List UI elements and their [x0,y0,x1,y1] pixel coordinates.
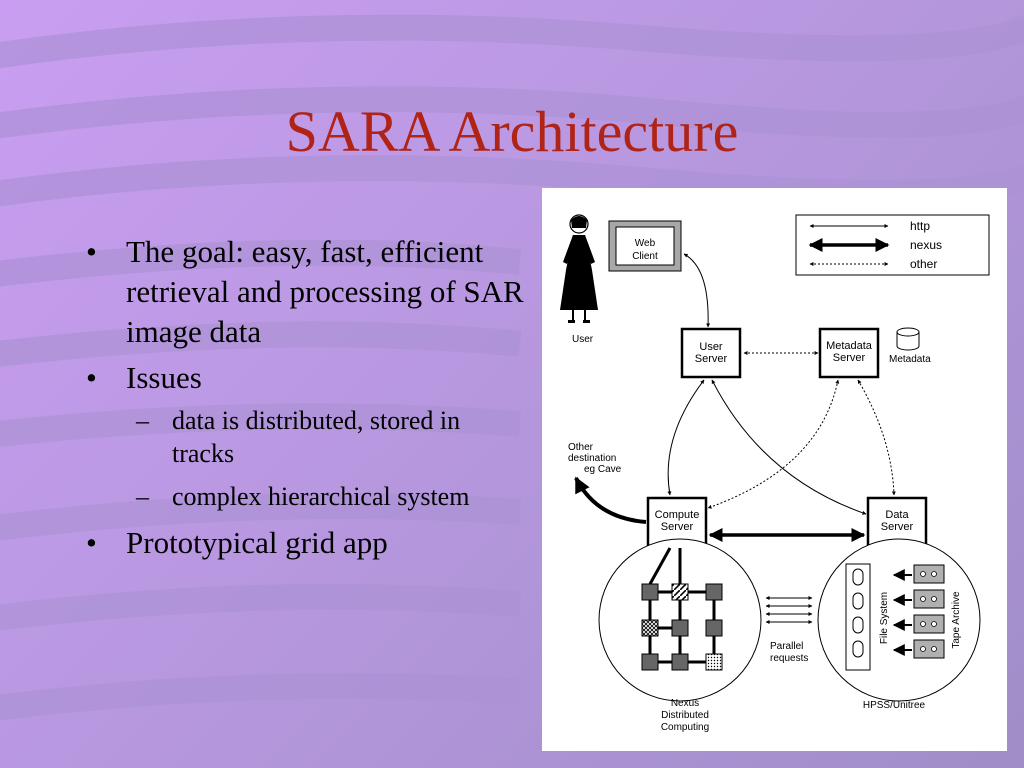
tape-archive-icon [892,564,945,659]
compute-server-box [646,496,708,548]
parallel-requests-line2: requests [770,653,808,664]
bullet-marker: • [86,360,97,395]
architecture-diagram: http nexus other User Web Client User Se… [542,188,1007,751]
bullet-item: • Prototypical grid app [86,523,526,563]
user-figure-icon [560,214,598,323]
metadata-db-label: Metadata [889,354,931,365]
legend-other-label: other [910,257,937,271]
nexus-node-grid [641,547,723,671]
user-server-label-line1: User [699,341,723,353]
nexus-caption-line2: Distributed [661,710,709,721]
metadata-database-icon [896,327,920,351]
sub-bullet-item: – data is distributed, stored in tracks [86,404,526,470]
data-server-label-line2: Server [881,521,914,533]
metadata-server-label-line1: Metadata [826,340,873,352]
other-destination-line2: destination [568,453,616,464]
bullet-marker: • [86,525,97,560]
slide-title: SARA Architecture [285,99,739,164]
bullet-marker: • [86,234,97,269]
web-client-monitor-icon [608,220,682,272]
bullet-item: • Issues [86,358,526,398]
file-system-label: File System [879,592,890,644]
legend-http-label: http [910,219,930,233]
sub-bullet-marker: – [136,406,149,435]
other-destination-line1: Other [568,442,594,453]
bullet-text: Issues [126,360,202,395]
user-server-label-line2: Server [695,353,728,365]
hpss-caption: HPSS/Unitree [863,700,926,711]
web-client-label-line1: Web [635,238,656,249]
other-destination-line3: eg Cave [584,464,622,475]
sub-bullet-item: – complex hierarchical system [86,480,526,513]
connections [574,253,896,542]
metadata-server-label-line2: Server [833,352,866,364]
sub-bullet-marker: – [136,482,149,511]
nexus-caption-line1: Nexus [671,698,699,709]
parallel-request-arrows [765,596,813,624]
metadata-server-box [818,327,880,379]
data-server-label-line1: Data [885,509,909,521]
bullet-list: • The goal: easy, fast, efficient retrie… [86,232,526,569]
sub-bullet-text: data is distributed, stored in tracks [172,406,461,468]
sub-bullet-text: complex hierarchical system [172,482,470,511]
user-label: User [572,334,594,345]
bullet-item: • The goal: easy, fast, efficient retrie… [86,232,526,352]
user-server-box [680,327,742,379]
bullet-text: Prototypical grid app [126,525,388,560]
legend-nexus-label: nexus [910,238,942,252]
compute-server-label-line1: Compute [655,509,700,521]
nexus-caption-line3: Computing [661,722,709,733]
parallel-requests-line1: Parallel [770,641,803,652]
bullet-text: The goal: easy, fast, efficient retrieva… [126,234,524,349]
legend: http nexus other [795,214,990,276]
web-client-label-line2: Client [632,251,658,262]
compute-server-label-line2: Server [661,521,694,533]
file-system-disks-icon [845,563,871,671]
tape-archive-label: Tape Archive [951,591,962,649]
